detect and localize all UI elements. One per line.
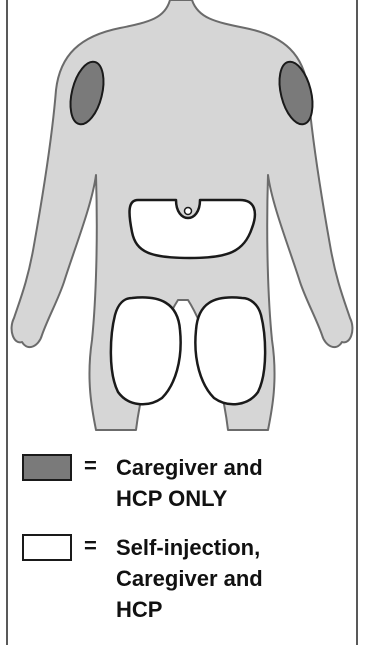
legend-equals-self-injection: =: [84, 532, 110, 560]
legend-swatch-caregiver: [22, 454, 72, 481]
legend-swatch-self-injection: [22, 534, 72, 561]
legend-row-self-injection: = Self-injection, Caregiver and HCP: [22, 532, 263, 625]
legend-row-caregiver: = Caregiver and HCP ONLY: [22, 452, 263, 514]
legend-equals-caregiver: =: [84, 452, 110, 480]
right-thigh-zone: [195, 297, 265, 404]
legend-label-self-injection: Self-injection, Caregiver and HCP: [116, 532, 263, 625]
left-thigh-zone: [111, 297, 181, 404]
navel: [185, 208, 192, 215]
legend-label-caregiver: Caregiver and HCP ONLY: [116, 452, 263, 514]
